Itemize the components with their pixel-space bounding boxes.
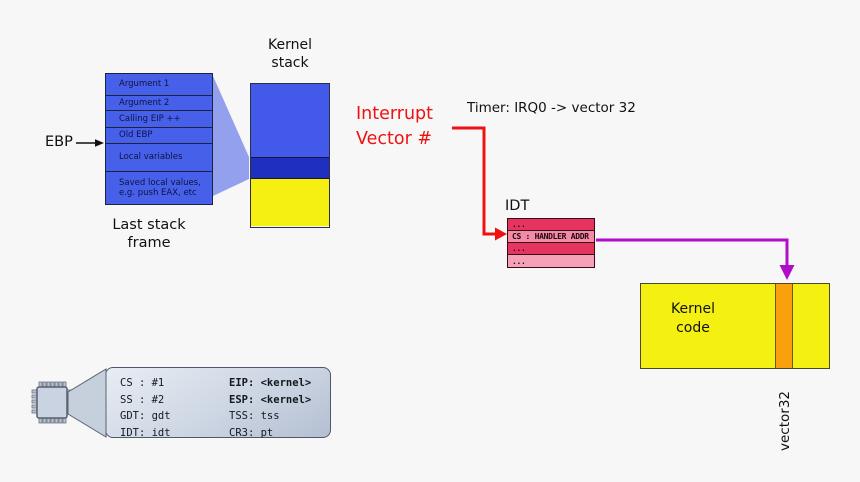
vector32-handler-stripe [775, 284, 793, 368]
register-value: ESP: <kernel> [229, 393, 312, 406]
register-row: IDT: idt CR3: pt [120, 425, 330, 442]
stack-frame-box: Argument 1 Argument 2 Calling EIP ++ Old… [105, 73, 213, 205]
kernel-stack-used-region [251, 179, 329, 226]
idt-row-handler-entry: CS : HANDLER ADDR [508, 231, 594, 243]
register-row: CS : #1 EIP: <kernel> [120, 375, 330, 392]
register-value: GDT: gdt [120, 410, 171, 422]
ebp-pointer-label: EBP [45, 134, 73, 150]
register-value: IDT: idt [120, 426, 171, 439]
kernel-stack-free-region [251, 84, 329, 158]
handler-pointer-arrow [596, 238, 789, 266]
idt-row: ... [508, 255, 594, 267]
stack-frame-row: Old EBP [106, 128, 212, 144]
kernel-code-box: Kernel code [640, 283, 830, 369]
last-stack-frame-caption: Last stack frame [112, 217, 186, 251]
stack-frame-row: Local variables [106, 144, 212, 172]
register-value: EIP: <kernel> [229, 377, 312, 389]
register-row: GDT: gdt TSS: tss [120, 408, 330, 425]
idt-row: ... [508, 219, 594, 231]
register-value: CS : #1 [120, 377, 165, 389]
ebp-arrowhead-icon [95, 139, 104, 147]
cpu-chip-icon [31, 381, 73, 424]
stack-frame-row: Argument 2 [106, 96, 212, 111]
kernel-stack-title: Kernel stack [268, 37, 312, 71]
handler-pointer-arrowhead-icon [779, 265, 795, 280]
stack-frame-row: Saved local values, e.g. push EAX, etc [119, 177, 201, 199]
idt-row: ... [508, 243, 594, 255]
kernel-stack-column [250, 83, 330, 228]
interrupt-vector-label: Interrupt Vector # [356, 104, 434, 149]
vector32-label: vector32 [777, 391, 793, 451]
register-value: CR3: pt [229, 426, 274, 439]
kernel-code-label: Kernel code [671, 301, 715, 336]
register-value: SS : #2 [120, 393, 165, 406]
idt-title: IDT [505, 198, 530, 214]
idt-table: ... CS : HANDLER ADDR ... ... [507, 218, 595, 268]
stack-frame-row: Calling EIP ++ [106, 111, 212, 128]
interrupt-vector-arrow [452, 126, 496, 236]
cpu-registers-panel: CS : #1 EIP: <kernel> SS : #2 ESP: <kern… [105, 367, 331, 439]
register-row: SS : #2 ESP: <kernel> [120, 392, 330, 409]
register-value: TSS: tss [229, 410, 280, 422]
kernel-stack-last-frame-band [251, 158, 329, 179]
interrupt-vector-arrowhead-icon [495, 227, 507, 241]
stack-frame-row: Argument 1 [106, 74, 212, 96]
frame-projection-shape [213, 76, 249, 196]
timer-irq-note: Timer: IRQ0 -> vector 32 [467, 100, 636, 116]
